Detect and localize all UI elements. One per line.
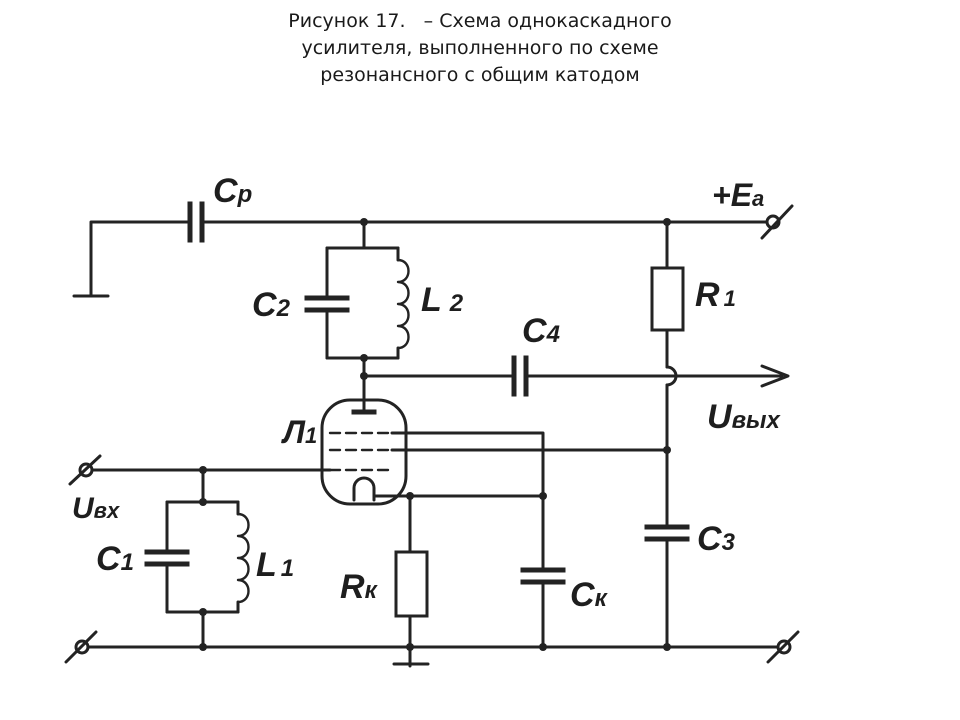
label-uout: Uвых [707, 398, 782, 436]
tank-c2-l2 [304, 220, 410, 414]
output-arrow [760, 364, 790, 388]
label-tube: Л1 [281, 414, 317, 450]
capacitor-c4 [362, 355, 784, 397]
label-ck: Cк [570, 576, 609, 614]
tank-c1-l1 [144, 468, 250, 649]
suppressor-grid-lead [390, 431, 545, 497]
resistor-rk [394, 550, 429, 668]
terminal-bottom-right [766, 630, 800, 664]
top-rail [72, 220, 774, 298]
label-c4: C4 [522, 312, 560, 350]
terminal-input [68, 454, 102, 486]
label-cp: Cp [213, 172, 252, 210]
resistor-r1 [650, 220, 685, 527]
tube-l1 [320, 398, 408, 506]
capacitor-ck [520, 494, 566, 649]
junction-dots [199, 218, 671, 651]
label-rk: Rк [340, 568, 379, 606]
terminal-bottom-left [64, 630, 98, 664]
label-c3: C3 [697, 520, 736, 558]
label-c2: C2 [252, 286, 291, 324]
title-line-1: Рисунок 17. – Схема однокаскадного [288, 10, 672, 32]
cathode-lead [372, 494, 545, 554]
label-uin: Uвх [72, 492, 120, 525]
slide-title: Рисунок 17. – Схема однокаскадного усили… [180, 8, 780, 89]
title-line-2: усилителя, выполненного по схеме [301, 37, 659, 59]
title-line-3: резонансного с общим катодом [320, 64, 640, 86]
capacitor-cp [187, 201, 205, 243]
label-ea: +Ea [712, 177, 764, 213]
capacitor-c3 [644, 524, 690, 649]
label-c1: C1 [96, 540, 134, 578]
terminal-ea [760, 204, 794, 240]
